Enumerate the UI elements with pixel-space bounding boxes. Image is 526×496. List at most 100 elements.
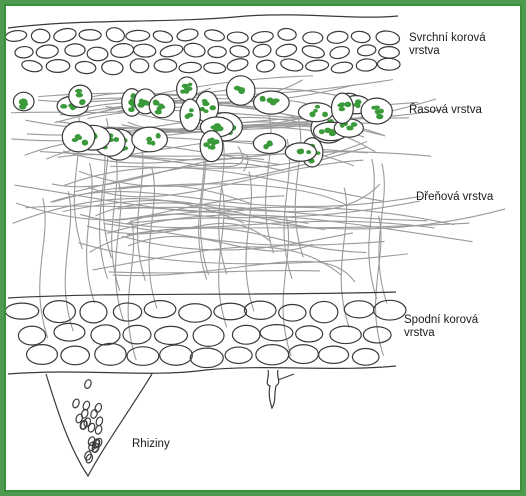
upper-cortex-cell [133,43,156,58]
algal-cell [200,131,223,162]
hypha [87,223,270,240]
hypha [128,220,136,360]
lower-cortex-cell [244,301,276,319]
rhizine-cell [94,403,103,414]
upper-cortex-cell [252,43,272,59]
label-rhizines: Rhiziny [132,438,170,451]
algal-cell-dot [76,134,81,139]
upper-cortex-cell [46,59,70,72]
algal-cell-dot [315,105,320,109]
lower-cortex-cell [18,326,45,345]
upper-cortex-cell [176,27,199,42]
lower-cortex-cell [344,301,374,318]
upper-cortex-cell [301,44,325,60]
algal-cell-dot [322,112,328,118]
algal-cell-dot [298,150,304,154]
lower-cortex-cell [43,301,75,323]
algal-cell-dot [203,101,208,105]
label-medulla: Dřeňová vrstva [416,191,493,204]
upper-cortex-cell [356,58,377,72]
hypha [40,198,48,338]
upper-cortex-cells [6,15,400,76]
upper-cortex-cell [277,28,296,41]
upper-cortex-cell [101,60,123,75]
lower-cortex-cell [179,304,212,322]
upper-cortex-cell [357,44,376,57]
lower-cortex-cell [155,326,188,344]
lower-cortex-cell [113,303,141,321]
upper-cortex-cell [379,46,400,58]
label-algal-layer: Řasová vrstva [409,104,482,117]
diagram-frame: Svrchní korová vrstva Řasová vrstva Dřeň… [4,4,522,492]
lower-cortex-cell [91,325,120,345]
upper-cortex-cell [130,59,149,73]
algal-cell-dot [129,99,134,104]
label-lower-cortex: Spodní korová vrstva [404,314,478,340]
upper-cortex-cell [227,32,248,44]
algal-cell [149,94,174,118]
upper-cortex-cell [15,46,34,59]
algal-cell-dot [234,86,241,91]
upper-cortex-cell [154,59,177,72]
hypha [295,117,303,257]
algal-cell-dot [19,104,26,110]
algal-cell [298,103,333,122]
algal-cell-dot [158,105,165,109]
upper-cortex-cell [251,30,274,44]
upper-cortex-cell [203,62,226,75]
upper-cortex-cell [275,42,298,59]
lower-cortex-cell [260,325,293,341]
hypha [284,139,292,279]
algal-cell-dot [309,111,315,117]
upper-cortex-cell [65,44,86,57]
lower-cortex-cell [6,303,39,319]
algal-cell [285,143,316,161]
lower-cortex-cell [289,345,319,364]
hypha [109,271,320,273]
hypha [78,243,407,264]
algal-cell-dot [351,122,358,127]
algal-cell-dot [180,90,186,94]
rhizine-small-branch [278,374,294,380]
upper-cortex-cell [35,44,59,60]
algal-cell-dot [378,109,384,114]
lower-cortex-cell [190,348,223,367]
rhizine-cell [90,409,99,420]
rhizine-cell [84,379,93,390]
upper-cortex-cell [329,45,351,60]
upper-cortex-cell [52,27,77,44]
upper-cortex-cell [31,29,50,43]
lower-cortex-cell [54,323,85,341]
lower-cortex-cell [296,326,323,342]
algal-cell-dot [319,129,325,134]
lower-cortex-cell [123,325,151,344]
lower-cortex-cell [127,347,159,365]
upper-cortex-cell [303,32,323,44]
upper-cortex-cell [87,47,108,61]
algal-cell-dot [82,140,89,146]
algal-cell [253,133,285,153]
lower-cortex-cell [374,300,406,320]
upper-cortex-cell [327,30,349,44]
algal-cell-dot [267,98,274,103]
algal-cell-dot [376,114,383,119]
lower-cortex-cell [225,347,252,363]
algal-cell [62,122,95,152]
lower-cortex-cell [160,345,193,365]
lower-cortex-cells [6,292,406,374]
lower-cortex-cell [319,346,349,363]
algal-cell [254,91,290,114]
upper-cortex-cell [305,59,329,72]
rhizines [46,370,294,476]
lower-cortex-cell [193,325,224,347]
upper-cortex-cell [75,60,97,74]
algal-cell-dot [209,145,216,149]
lower-cortex-cell [214,303,247,319]
algal-cell-dot [187,113,193,117]
algal-cell [332,93,354,123]
lower-cortex-cell [352,349,379,366]
algal-cell-dot [147,141,152,145]
lower-cortex-cell [95,343,126,365]
upper-cortex-cell [351,30,371,44]
algal-cell-dot [306,150,311,154]
